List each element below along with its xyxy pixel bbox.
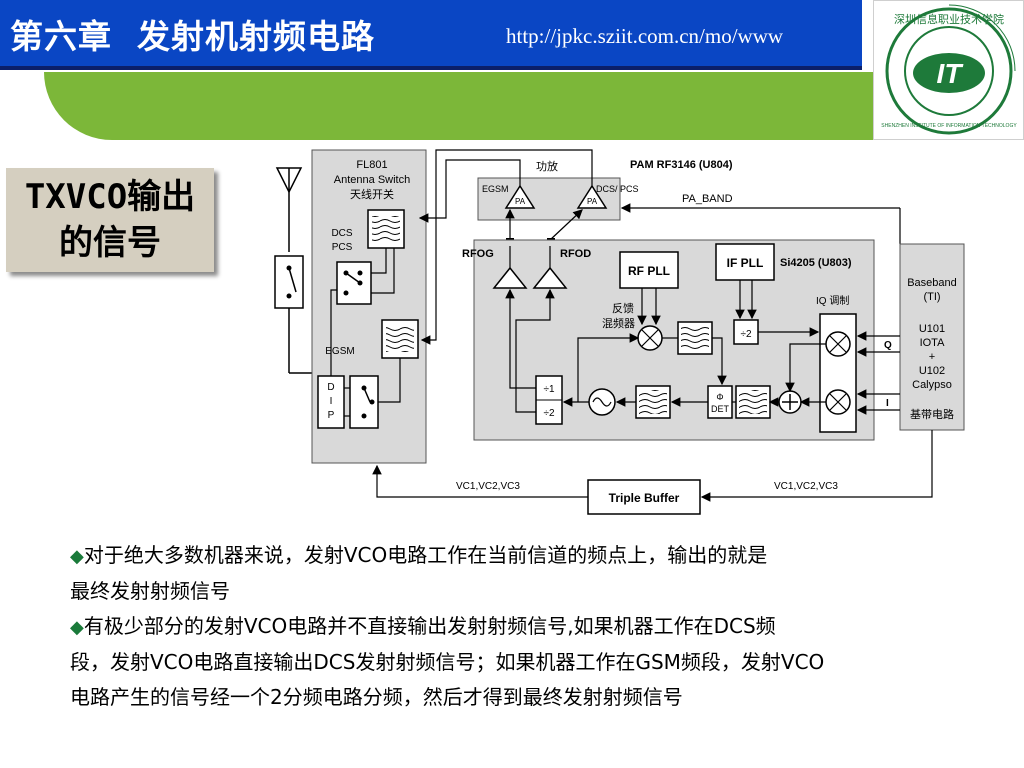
bullet-2-line-1: ◆有极少部分的发射VCO电路并不直接输出发射射频信号,如果机器工作在DCS频: [70, 614, 776, 638]
pa-egsm-text: PA: [515, 197, 526, 206]
diamond-bullet-icon: ◆: [70, 617, 84, 638]
bullet-2-line-3: 电路产生的信号经一个2分频电路分频，然后才得到最终发射射频信号: [70, 685, 683, 709]
triple-buffer-label: Triple Buffer: [609, 491, 680, 505]
antenna-icon: [275, 167, 303, 252]
pa-dcs-text: PA: [587, 197, 598, 206]
si4205-part-label: Si4205 (U803): [780, 257, 852, 269]
phi-label: Φ: [716, 392, 723, 402]
det-label: DET: [711, 404, 730, 414]
rfog-driver-amplifier: [492, 266, 528, 289]
logo-en-text: SHENZHEN INSTITUTE OF INFORMATION TECHNO…: [881, 123, 1017, 129]
fl801-label: FL801: [356, 159, 387, 171]
ti-label: (TI): [923, 291, 940, 303]
institute-logo: 深圳信息职业技术学院 IT SHENZHEN INSTITUTE OF INFO…: [873, 0, 1024, 140]
baseband-label: Baseband: [907, 277, 957, 289]
slide-title: 第六章 发射机射频电路: [10, 17, 375, 56]
u101-label: U101: [919, 323, 945, 335]
i-label: I: [886, 398, 889, 409]
feedback-label: 反馈: [612, 302, 634, 315]
baseband-block: [899, 243, 965, 431]
diplexer-block: [317, 375, 345, 429]
rf-pll-block: [619, 251, 679, 289]
pa-band-label: PA_BAND: [682, 193, 733, 205]
antenna-switch-label: Antenna Switch: [334, 174, 410, 186]
vc-left-label: VC1,VC2,VC3: [456, 481, 520, 492]
bullet-1-line-2: 最终发射射频信号: [70, 579, 230, 603]
div1-label: ÷1: [543, 384, 554, 395]
pa-dcs-amplifier: [576, 184, 608, 209]
diamond-bullet-icon: ◆: [70, 546, 84, 567]
antenna-switch-element: [274, 255, 304, 309]
div2-label: ÷2: [543, 408, 554, 419]
txvco-output-label: TXVCO输出 的信号: [6, 168, 214, 272]
bullet-1-line-1: ◆对于绝大多数机器来说，发射VCO电路工作在当前信道的频点上，输出的就是: [70, 543, 768, 567]
triple-buffer-block: [587, 479, 701, 515]
iq-mod-label: IQ 调制: [816, 294, 849, 307]
pa-dcs-label: DCS/ PCS: [596, 184, 639, 194]
bullet-2-line-2: 段，发射VCO电路直接输出DCS发射射频信号；如果机器工作在GSM频段，发射VC…: [70, 650, 825, 674]
if-pll-label: IF PLL: [727, 256, 764, 270]
iota-label: IOTA: [920, 337, 946, 349]
pam-part-label: PAM RF3146 (U804): [630, 159, 733, 171]
vc-right-label: VC1,VC2,VC3: [774, 481, 838, 492]
logo-ring-text: 深圳信息职业技术学院: [894, 12, 1004, 26]
baseband-cn-label: 基带电路: [910, 408, 954, 421]
dip-i: I: [330, 396, 333, 407]
antenna-switch-cn-label: 天线开关: [350, 187, 394, 201]
logo-emblem: 深圳信息职业技术学院 IT SHENZHEN INSTITUTE OF INFO…: [881, 4, 1017, 135]
header-bar: 第六章 发射机射频电路 http://jpkc.sziit.com.cn/mo/…: [0, 0, 862, 70]
rf-pll-label: RF PLL: [628, 264, 670, 278]
pa-cn-label: 功放: [536, 159, 558, 173]
dcs-label: DCS: [331, 228, 352, 239]
rfod-driver-amplifier: [532, 266, 568, 289]
transmitter-rf-block-diagram: FL801 Antenna Switch 天线开关 DCS PCS EGSM D…: [274, 149, 965, 515]
dip-d: D: [327, 382, 334, 393]
green-band: [44, 72, 874, 140]
plus-label: +: [929, 351, 935, 363]
phase-detector: [707, 385, 733, 419]
if-pll-block: [715, 243, 775, 281]
pa-egsm-label: EGSM: [482, 184, 509, 194]
pa-egsm-amplifier: [504, 184, 536, 209]
div2-if-label: ÷2: [740, 329, 751, 340]
dcs-pcs-switch: [336, 261, 372, 305]
q-label: Q: [884, 340, 892, 351]
rfog-label: RFOG: [462, 248, 494, 260]
bullet-list: ◆对于绝大多数机器来说，发射VCO电路工作在当前信道的频点上，输出的就是 最终发…: [70, 538, 970, 715]
pcs-label: PCS: [332, 242, 353, 253]
dip-p: P: [328, 410, 335, 421]
logo-monogram: IT: [937, 58, 965, 89]
u102-label: U102: [919, 365, 945, 377]
mixer-label: 混频器: [602, 316, 635, 330]
calypso-label: Calypso: [912, 379, 952, 391]
egsm-switch-label: EGSM: [325, 346, 354, 357]
rfod-label: RFOD: [560, 248, 591, 260]
header-url[interactable]: http://jpkc.sziit.com.cn/mo/www: [506, 24, 784, 48]
